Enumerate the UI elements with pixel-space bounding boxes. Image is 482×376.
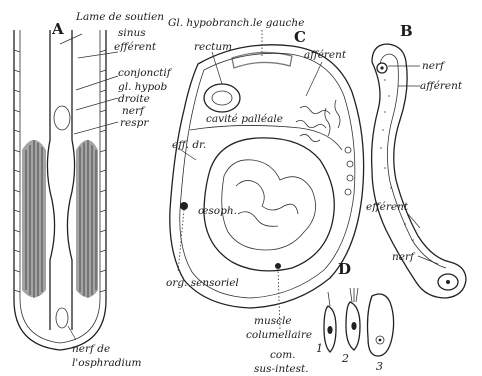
label-columellaire: columellaire <box>246 329 312 341</box>
label-efferent-a: efférent <box>114 41 157 53</box>
label-nerf-b-top: nerf <box>422 60 446 72</box>
label-eff-dr: eff. dr. <box>172 139 206 151</box>
figure-letter-d: D <box>338 260 351 278</box>
figure-letter-b: B <box>400 22 413 40</box>
figure-c-rectum <box>204 84 240 112</box>
label-gl-hypob: gl. hypob <box>118 81 167 93</box>
figure-letter-a: A <box>51 20 64 38</box>
figure-a-muscle-right <box>76 140 98 298</box>
label-cell-3: 3 <box>376 360 383 373</box>
label-sus-intest: sus-intest. <box>254 363 309 375</box>
label-droite: droite <box>118 93 150 105</box>
figure-d-cell-3 <box>368 294 394 356</box>
figure-c-gill-lamellae <box>296 100 340 142</box>
label-cavite-palleale: cavité palléale <box>206 113 283 125</box>
label-afferent-c: afférent <box>304 49 347 61</box>
label-com: com. <box>270 349 296 361</box>
figure-d-cell-2 <box>346 288 360 350</box>
figure-c-sensory-organ <box>180 202 188 210</box>
figure-a-drawing <box>14 30 118 350</box>
label-respr: respr <box>120 117 149 129</box>
label-afferent-b: afférent <box>420 80 463 92</box>
figure-a-sinus-left <box>47 30 54 330</box>
figure-letter-c: C <box>294 28 306 46</box>
figure-a-muscle-left <box>22 140 46 298</box>
label-rectum: rectum <box>194 41 232 53</box>
label-efferent-b: efférent <box>366 201 409 213</box>
label-org-sensoriel: org. sensoriel <box>166 277 239 289</box>
figure-d-cell-1 <box>324 292 336 352</box>
label-lame-de-soutien: Lame de soutien <box>75 11 164 23</box>
figure-c-vessel-chain <box>345 147 353 195</box>
label-osphradium: l'osphradium <box>72 357 142 369</box>
figure-a-sinus-right <box>67 30 74 330</box>
figure-a-nucleus <box>54 106 70 130</box>
label-oesoph: œsoph. <box>198 205 237 217</box>
label-gl-hypobranch-gauche: Gl. hypobranch.le gauche <box>168 17 304 29</box>
label-muscle: muscle <box>254 315 292 327</box>
figure-d-drawing <box>324 288 394 356</box>
label-conjonctif: conjonctif <box>118 67 173 79</box>
figure-c-body-wall <box>170 45 364 308</box>
label-nerf-a: nerf <box>122 105 146 117</box>
label-sinus: sinus <box>118 27 146 39</box>
label-cell-1: 1 <box>316 342 323 355</box>
label-nerf-de: nerf de <box>72 343 110 355</box>
label-nerf-b-bottom: nerf <box>392 251 416 263</box>
figure-a-nerve-bulb <box>56 308 68 328</box>
label-cell-2: 2 <box>341 352 349 365</box>
